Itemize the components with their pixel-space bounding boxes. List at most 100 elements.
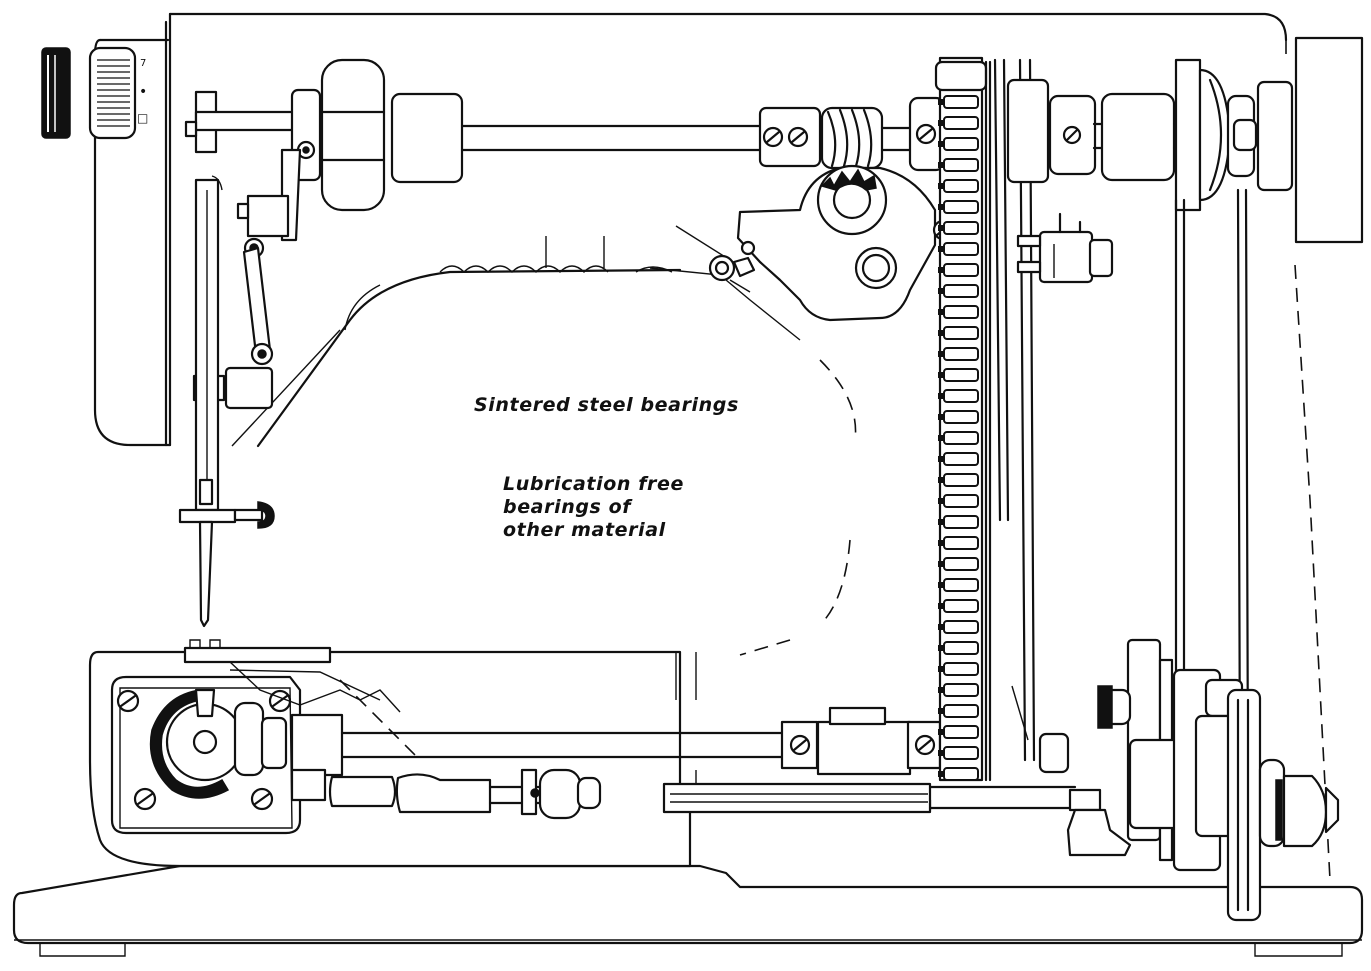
belt-tooth-edge bbox=[938, 351, 944, 357]
housing-right-cap bbox=[1294, 36, 1364, 244]
belt-tooth-edge bbox=[938, 141, 944, 147]
belt-tooth bbox=[943, 536, 979, 550]
base-plate bbox=[12, 864, 1364, 957]
upper-crank bbox=[211, 175, 223, 191]
belt-tooth-edge bbox=[938, 225, 944, 231]
belt-tooth-edge bbox=[938, 582, 944, 588]
dial-mark: • bbox=[139, 84, 147, 100]
belt-tooth bbox=[943, 704, 979, 718]
belt-tooth bbox=[943, 221, 979, 235]
belt-tooth-edge bbox=[938, 162, 944, 168]
belt-tooth-edge bbox=[938, 267, 944, 273]
belt-tooth-edge bbox=[938, 435, 944, 441]
belt-tooth bbox=[943, 347, 979, 361]
belt-tooth-edge bbox=[938, 561, 944, 567]
annotation-lubrication-free-bearings: Lubrication free bearings of other mater… bbox=[503, 473, 743, 542]
belt-tooth bbox=[943, 494, 979, 508]
belt-tooth bbox=[943, 767, 979, 781]
belt-tooth bbox=[943, 725, 979, 739]
belt-tooth bbox=[943, 242, 979, 256]
bearing bbox=[1100, 92, 1176, 182]
belt-tooth bbox=[943, 641, 979, 655]
belt-tooth bbox=[943, 116, 979, 130]
base-drive-shaft bbox=[662, 782, 1132, 857]
belt-tooth bbox=[943, 473, 979, 487]
belt-tooth-edge bbox=[938, 183, 944, 189]
dial-mark: □ bbox=[137, 111, 148, 125]
belt-tooth-edge bbox=[938, 603, 944, 609]
belt-tooth-edge bbox=[938, 477, 944, 483]
belt-tooth-edge bbox=[938, 540, 944, 546]
annotation-line: other material bbox=[503, 519, 666, 541]
belt-tooth-edge bbox=[938, 645, 944, 651]
belt-tooth-edge bbox=[938, 666, 944, 672]
belt-tooth bbox=[943, 137, 979, 151]
belt-tooth bbox=[943, 284, 979, 298]
motor-assembly bbox=[1097, 638, 1340, 922]
upper-arm-housing bbox=[93, 12, 1331, 881]
toothed-timing-belt bbox=[934, 56, 988, 782]
belt-tooth-edge bbox=[938, 372, 944, 378]
belt-tooth bbox=[943, 410, 979, 424]
belt-tooth-edge bbox=[938, 750, 944, 756]
belt-tooth bbox=[943, 179, 979, 193]
annotation-line: bearings of bbox=[503, 496, 632, 518]
belt-tooth-edge bbox=[938, 393, 944, 399]
annotation-line: Lubrication free bbox=[503, 473, 684, 495]
belt-tooth bbox=[943, 326, 979, 340]
belt-tooth-edge bbox=[938, 288, 944, 294]
lower-shaft bbox=[233, 701, 942, 777]
belt-tooth bbox=[943, 200, 979, 214]
feed-shaft bbox=[290, 768, 602, 820]
belt-tooth-edge bbox=[938, 498, 944, 504]
belt-tooth-edge bbox=[938, 771, 944, 777]
stitch-dial: 7 • □ bbox=[41, 46, 148, 140]
belt-tooth-edge bbox=[938, 519, 944, 525]
belt-tooth bbox=[943, 431, 979, 445]
needle bbox=[198, 520, 214, 628]
needle-clamp bbox=[178, 508, 237, 524]
belt-tooth-edge bbox=[938, 120, 944, 126]
belt-tooth-edge bbox=[938, 708, 944, 714]
counterweight bbox=[320, 58, 386, 212]
cam-assembly bbox=[736, 164, 954, 322]
belt-tooth bbox=[943, 662, 979, 676]
belt-tooth bbox=[943, 305, 979, 319]
bobbin-winder-switch bbox=[1016, 212, 1114, 284]
belt-tooth bbox=[943, 515, 979, 529]
belt-tooth-edge bbox=[938, 414, 944, 420]
belt-tooth bbox=[943, 368, 979, 382]
bearing bbox=[390, 92, 464, 184]
belt-tooth bbox=[943, 683, 979, 697]
belt-tooth bbox=[943, 95, 979, 109]
bearing-block bbox=[816, 720, 912, 776]
feed-mechanism bbox=[183, 639, 421, 761]
belt-tooth bbox=[943, 557, 979, 571]
belt-tooth bbox=[943, 578, 979, 592]
worm-gear bbox=[820, 106, 884, 170]
belt-tooth bbox=[943, 746, 979, 760]
belt-tooth-edge bbox=[938, 309, 944, 315]
dial-mark: 7 bbox=[140, 58, 146, 69]
belt-tooth-edge bbox=[938, 624, 944, 630]
needle-bar-mechanism bbox=[178, 58, 386, 628]
belt-tooth-edge bbox=[938, 687, 944, 693]
belt-tooth bbox=[943, 389, 979, 403]
upper-right-shaft bbox=[1006, 58, 1294, 212]
belt-tooth bbox=[943, 452, 979, 466]
belt-tooth-edge bbox=[938, 330, 944, 336]
inner-bearings bbox=[439, 225, 801, 341]
belt-tooth-edge bbox=[938, 729, 944, 735]
hand-wheel bbox=[1226, 688, 1262, 922]
belt-tooth bbox=[943, 263, 979, 277]
belt-tooth-edge bbox=[938, 246, 944, 252]
belt-tooth bbox=[943, 599, 979, 613]
belt-teeth bbox=[938, 95, 979, 781]
belt-tooth bbox=[943, 620, 979, 634]
upper-main-shaft bbox=[390, 92, 946, 184]
belt-tooth-edge bbox=[938, 456, 944, 462]
belt-tooth bbox=[943, 158, 979, 172]
belt-tooth-edge bbox=[938, 99, 944, 105]
